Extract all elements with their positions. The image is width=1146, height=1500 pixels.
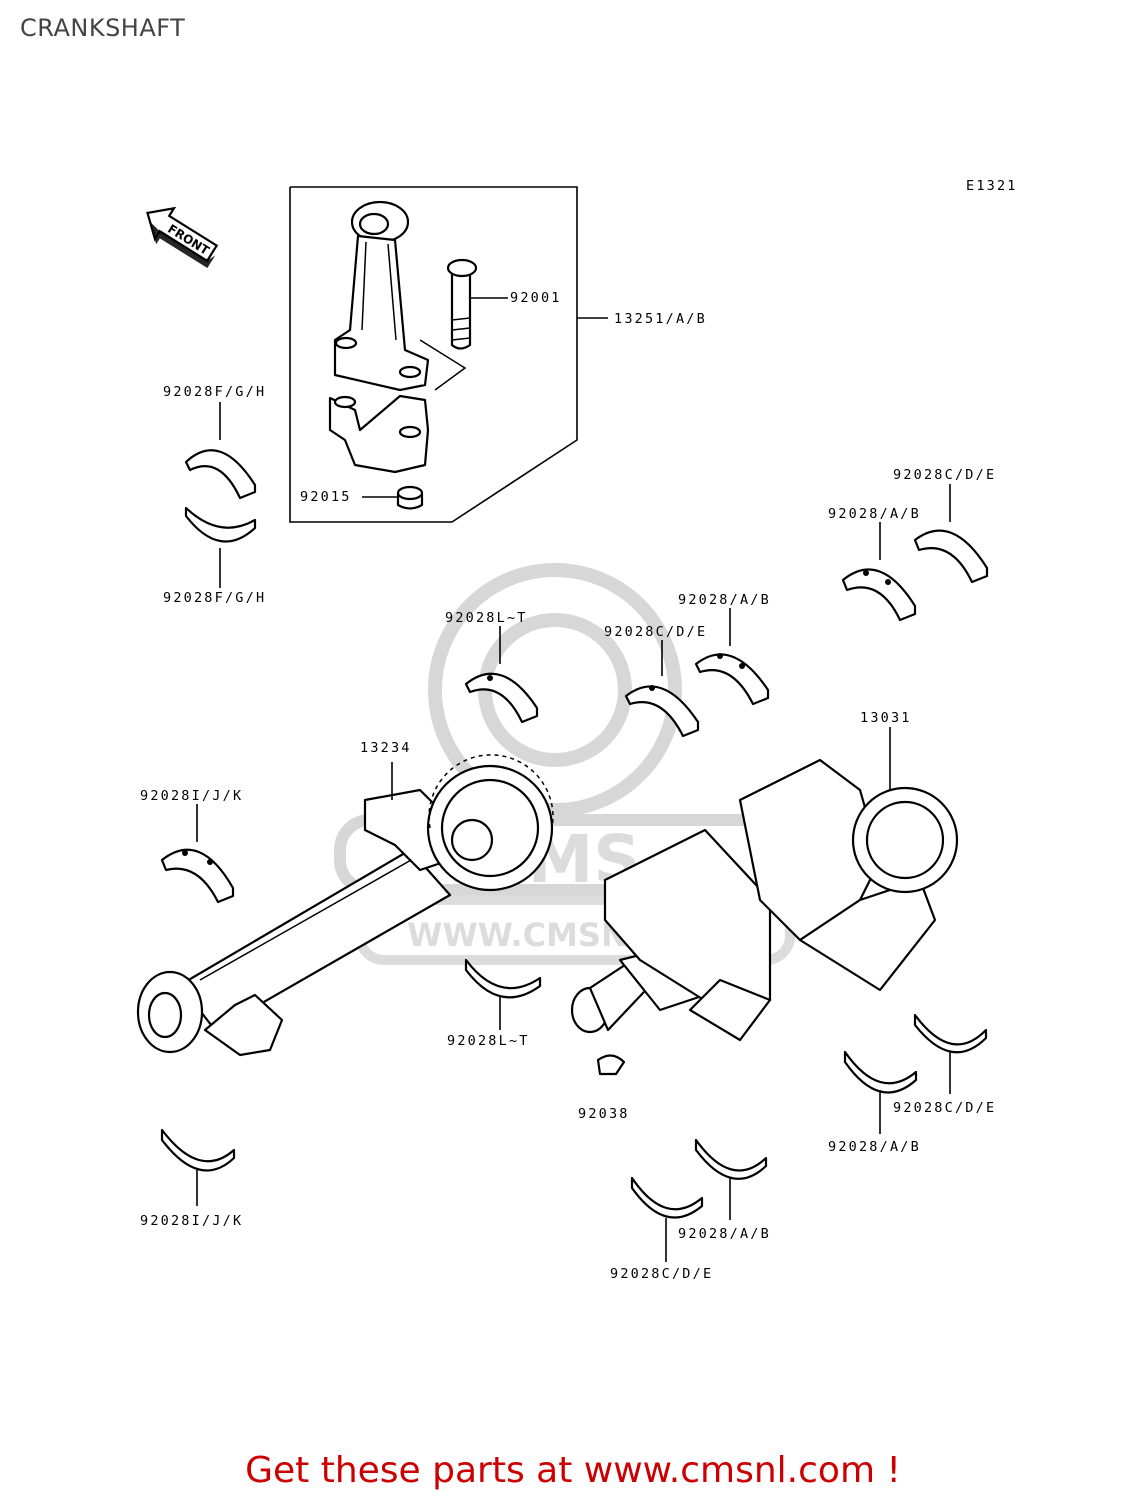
label-bearing-lt-bottom[interactable]: 92028L~T [447, 1033, 530, 1049]
bearing-shell-cde-bottom [630, 1176, 704, 1219]
label-conrod-nut[interactable]: 92015 [300, 489, 352, 505]
label-bearing-ab-bottom[interactable]: 92028/A/B [678, 1226, 771, 1242]
bearing-shell-ijk-top [160, 848, 235, 904]
conrod-bolt [419, 258, 508, 391]
reference-code: E1321 [966, 178, 1018, 194]
label-balancer-shaft[interactable]: 13234 [360, 740, 412, 756]
label-bearing-cde-right-bottom[interactable]: 92028C/D/E [893, 1100, 996, 1116]
bearing-shell-ab-bottom [694, 1138, 768, 1180]
label-bearing-lt-top[interactable]: 92028L~T [445, 610, 528, 626]
crankshaft [570, 758, 959, 1042]
bearing-shell-lt-top [464, 672, 539, 724]
footer-link[interactable]: Get these parts at www.cmsnl.com ! [245, 1450, 901, 1491]
label-bearing-ijk-top[interactable]: 92028I/J/K [140, 788, 243, 804]
label-bearing-ijk-bottom[interactable]: 92028I/J/K [140, 1213, 243, 1229]
label-crankshaft[interactable]: 13031 [860, 710, 912, 726]
bearing-shell-cde-mid [624, 685, 700, 738]
label-bearing-ab-right-top[interactable]: 92028/A/B [828, 506, 921, 522]
front-arrow-icon: FRONT [146, 206, 219, 269]
label-bearing-cde-right-top[interactable]: 92028C/D/E [893, 467, 996, 483]
bearing-shell-fgh-top [184, 449, 257, 500]
label-bearing-cde-mid[interactable]: 92028C/D/E [604, 624, 707, 640]
conrod-nut [362, 485, 424, 510]
label-conrod-bolt[interactable]: 92001 [510, 290, 562, 306]
bearing-shell-ab-mid [694, 653, 770, 706]
bearing-shell-fgh-bottom [184, 506, 257, 543]
label-bearing-fgh-bottom[interactable]: 92028F/G/H [163, 590, 266, 606]
label-bearing-cde-bottom[interactable]: 92028C/D/E [610, 1266, 713, 1282]
label-key[interactable]: 92038 [578, 1106, 630, 1122]
bearing-shell-ab-right-top [841, 568, 917, 622]
bearing-shell-ijk-bottom [160, 1128, 236, 1172]
connecting-rod [328, 200, 430, 474]
crankshaft-parts-diagram: CMS WWW.CMSNL.COM E1321 FRONT 13251/A/B … [136, 178, 1018, 1282]
label-bearing-ab-mid[interactable]: 92028/A/B [678, 592, 771, 608]
label-bearing-ab-right-bottom[interactable]: 92028/A/B [828, 1139, 921, 1155]
bearing-shell-cde-right-bottom [913, 1013, 988, 1054]
balancer-shaft [136, 754, 554, 1057]
bearing-shell-cde-right-top [913, 529, 989, 584]
label-bearing-fgh-top[interactable]: 92028F/G/H [163, 384, 266, 400]
label-conrod-assy[interactable]: 13251/A/B [614, 311, 707, 327]
page-title: CRANKSHAFT [20, 14, 186, 42]
footer-cta: Get these parts at www.cmsnl.com ! [0, 1450, 1146, 1491]
crankshaft-key [596, 1054, 626, 1076]
bearing-shell-ab-right-bottom [843, 1050, 918, 1094]
bearing-shell-lt-bottom [464, 958, 542, 999]
conrod-assembly-frame [289, 186, 608, 523]
